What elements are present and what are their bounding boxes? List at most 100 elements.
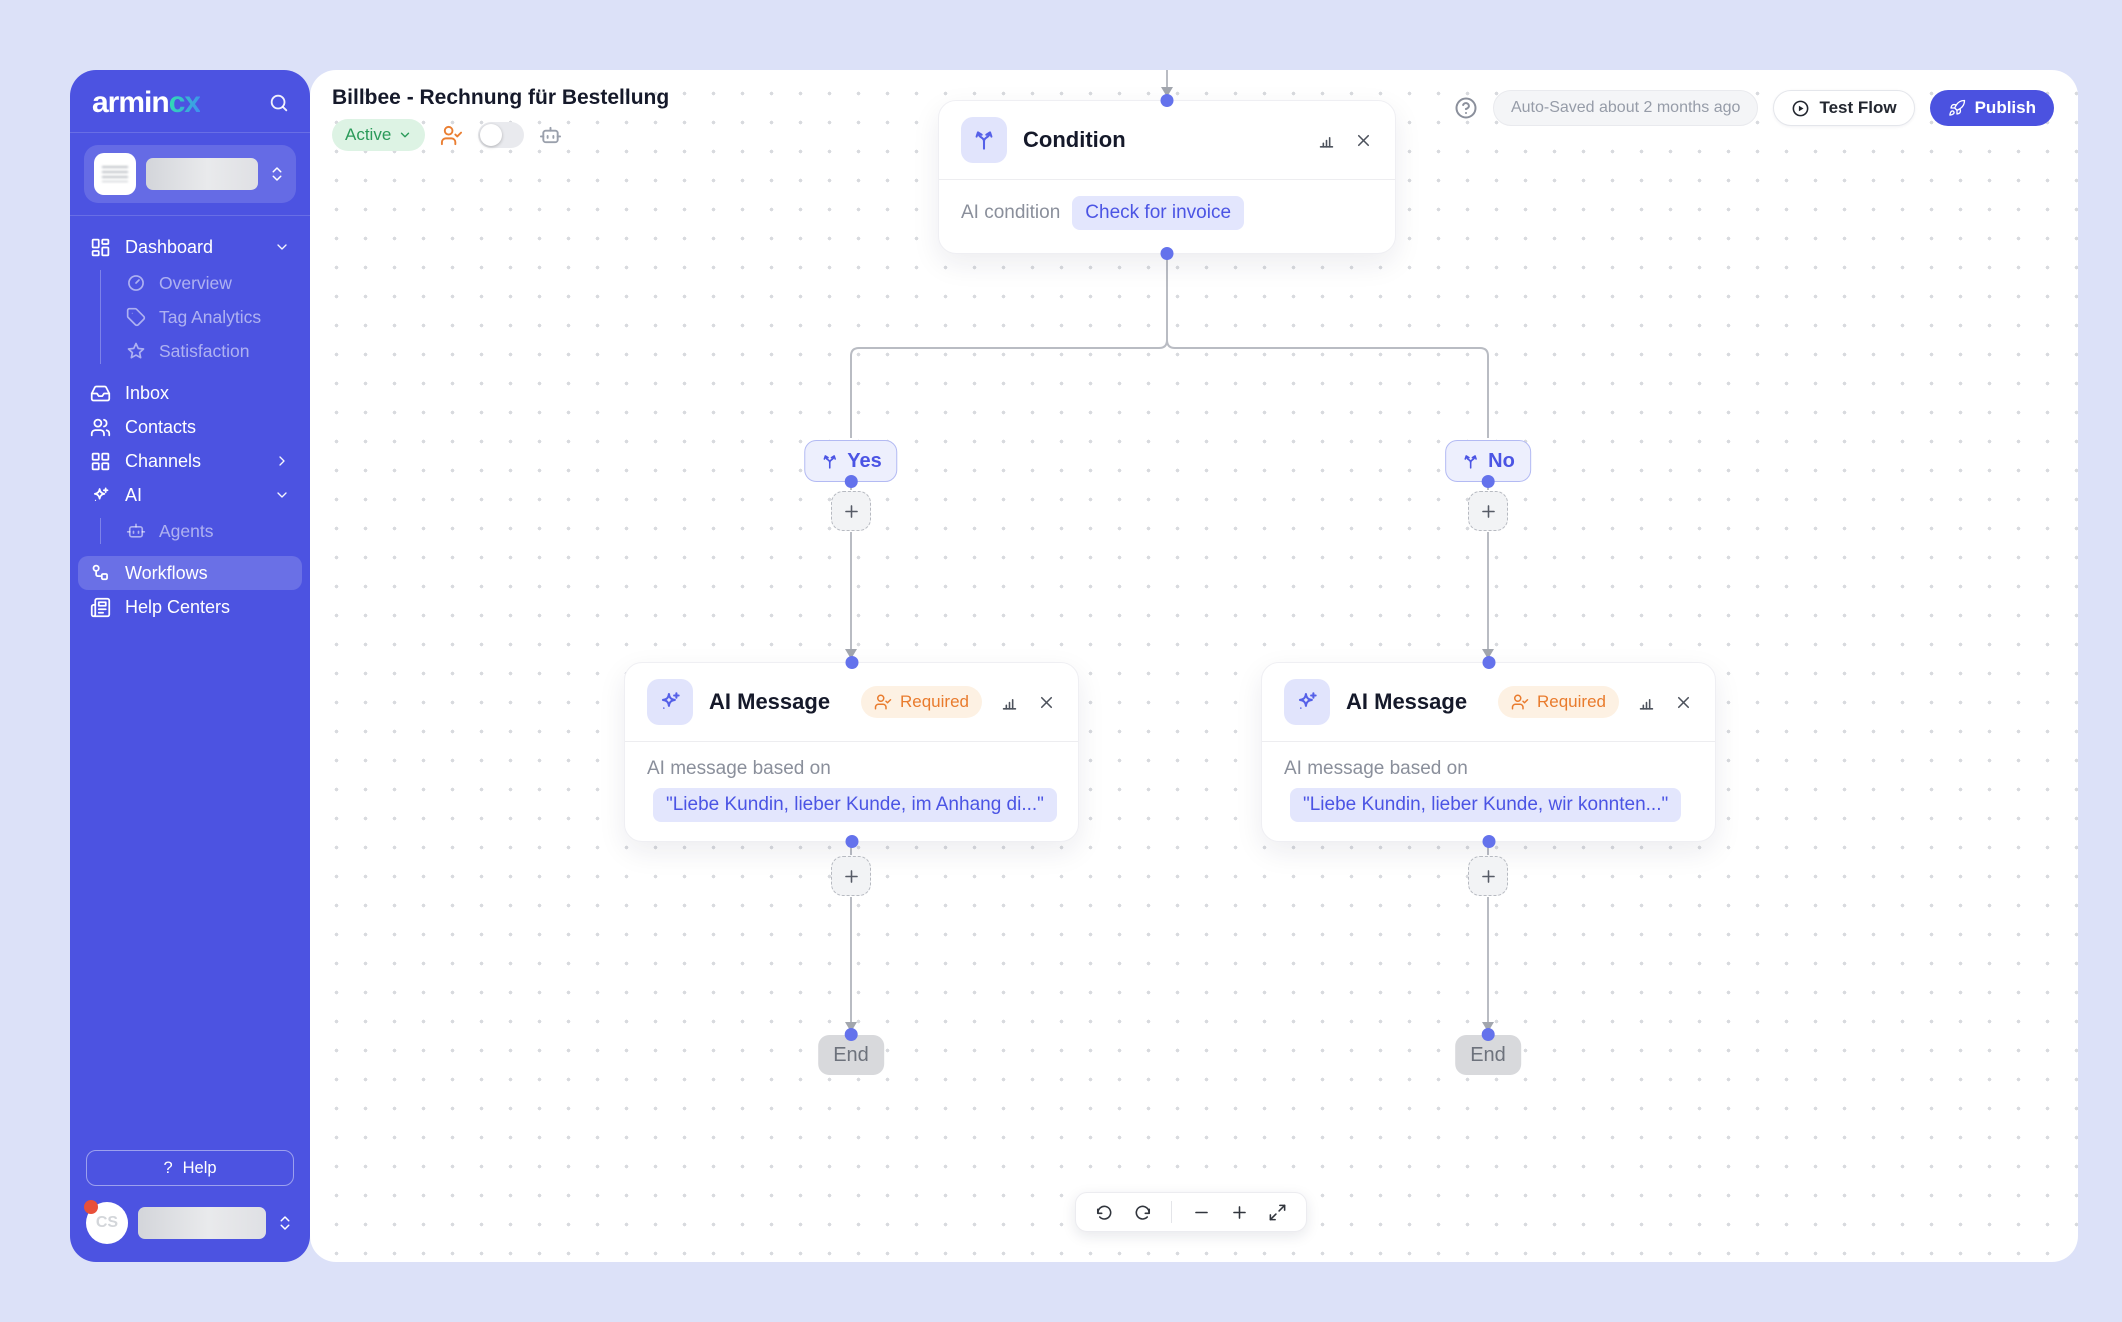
plus-icon xyxy=(1479,867,1498,886)
connector-dot xyxy=(1481,475,1495,488)
sidebar-item-workflows[interactable]: Workflows xyxy=(78,556,302,590)
plus-icon xyxy=(842,502,861,521)
branch-no[interactable]: No xyxy=(1445,440,1531,488)
divider xyxy=(625,741,1078,742)
end-label: End xyxy=(1470,1043,1506,1066)
sparkles-icon xyxy=(1284,679,1330,725)
canvas-header-left: Billbee - Rechnung für Bestellung Active xyxy=(332,86,669,151)
sidebar: armincx Dashboard Overview Tag Analytics xyxy=(70,70,310,1262)
test-flow-button[interactable]: Test Flow xyxy=(1773,90,1915,126)
user-menu[interactable]: CS xyxy=(84,1186,294,1246)
status-badge[interactable]: Active xyxy=(332,119,426,151)
undo-icon[interactable] xyxy=(1095,1203,1114,1222)
zoom-out-icon[interactable] xyxy=(1192,1203,1211,1222)
workflow-canvas[interactable]: Billbee - Rechnung für Bestellung Active… xyxy=(310,70,2078,1262)
publish-button[interactable]: Publish xyxy=(1929,90,2054,126)
end-node[interactable]: End xyxy=(818,1028,884,1075)
sidebar-item-inbox[interactable]: Inbox xyxy=(78,376,302,410)
ai-message-body: AI message based on "Liebe Kundin, liebe… xyxy=(625,742,1078,842)
split-icon xyxy=(1461,452,1480,471)
help-label: Help xyxy=(182,1158,217,1177)
book-icon xyxy=(90,597,111,618)
connector-dot xyxy=(1160,247,1174,260)
sidebar-item-satisfaction[interactable]: Satisfaction xyxy=(78,334,302,368)
ai-message-body: AI message based on "Liebe Kundin, liebe… xyxy=(1262,742,1715,842)
bar-chart-icon[interactable] xyxy=(1000,693,1019,712)
help-circle-icon[interactable] xyxy=(1454,96,1478,120)
sidebar-item-agents[interactable]: Agents xyxy=(78,514,302,548)
dashboard-icon xyxy=(90,237,111,258)
condition-value-chip[interactable]: Check for invoice xyxy=(1072,196,1245,230)
bot-icon[interactable] xyxy=(539,124,562,147)
sidebar-bottom: ? Help CS xyxy=(70,1150,310,1262)
workflow-toggle[interactable] xyxy=(478,122,525,148)
gauge-icon xyxy=(126,273,146,293)
avatar-initials: CS xyxy=(86,1202,128,1244)
play-circle-icon xyxy=(1791,99,1810,118)
workspace-selector[interactable] xyxy=(84,145,296,203)
question-mark: ? xyxy=(163,1158,173,1177)
ai-message-node[interactable]: AI Message Required AI message based on … xyxy=(624,656,1079,848)
sidebar-item-help-centers[interactable]: Help Centers xyxy=(78,590,302,624)
split-icon xyxy=(961,117,1007,163)
split-icon xyxy=(820,452,839,471)
inbox-icon xyxy=(90,383,111,404)
bot-icon xyxy=(126,521,146,541)
workspace-logo xyxy=(94,153,136,195)
status-label: Active xyxy=(345,125,392,144)
add-step-button[interactable] xyxy=(831,856,871,896)
condition-node[interactable]: Condition AI condition Check for invoice xyxy=(938,94,1396,260)
canvas-header-right: Auto-Saved about 2 months ago Test Flow … xyxy=(1454,90,2054,126)
branch-yes[interactable]: Yes xyxy=(804,440,898,488)
connector-dot xyxy=(1160,94,1174,107)
workspace-section xyxy=(70,133,310,216)
required-label: Required xyxy=(1537,692,1606,711)
connector-dot xyxy=(845,835,858,848)
add-step-button[interactable] xyxy=(831,491,871,531)
sidebar-item-ai[interactable]: AI xyxy=(78,478,302,512)
condition-node-body: AI condition Check for invoice xyxy=(939,180,1395,250)
connector-dot xyxy=(845,656,858,669)
bar-chart-icon[interactable] xyxy=(1317,131,1336,150)
search-icon[interactable] xyxy=(268,92,290,114)
close-icon[interactable] xyxy=(1037,693,1056,712)
nav-label: Channels xyxy=(125,450,202,471)
ai-message-node[interactable]: AI Message Required AI message based on … xyxy=(1261,656,1716,848)
sidebar-item-channels[interactable]: Channels xyxy=(78,444,302,478)
user-check-icon[interactable] xyxy=(440,124,463,147)
toolbar-divider xyxy=(1171,1201,1173,1223)
redo-icon[interactable] xyxy=(1133,1203,1152,1222)
help-button[interactable]: ? Help xyxy=(86,1150,294,1186)
connector-dot xyxy=(1481,1028,1495,1041)
sidebar-item-contacts[interactable]: Contacts xyxy=(78,410,302,444)
chevron-right-icon xyxy=(274,453,290,469)
sidebar-item-tag-analytics[interactable]: Tag Analytics xyxy=(78,300,302,334)
condition-node-header: Condition xyxy=(939,101,1395,179)
close-icon[interactable] xyxy=(1674,693,1693,712)
chevron-updown-icon xyxy=(276,1214,294,1232)
fit-view-icon[interactable] xyxy=(1268,1203,1287,1222)
notification-dot xyxy=(84,1200,98,1214)
avatar: CS xyxy=(84,1200,128,1244)
zoom-in-icon[interactable] xyxy=(1230,1203,1249,1222)
connector-dot xyxy=(1482,656,1495,669)
add-step-button[interactable] xyxy=(1468,491,1508,531)
plus-icon xyxy=(1479,502,1498,521)
nav-label: Inbox xyxy=(125,382,170,403)
workflow-title: Billbee - Rechnung für Bestellung xyxy=(332,86,670,109)
message-value-chip[interactable]: "Liebe Kundin, lieber Kunde, im Anhang d… xyxy=(653,788,1057,822)
close-icon[interactable] xyxy=(1354,131,1373,150)
end-node[interactable]: End xyxy=(1455,1028,1521,1075)
message-value-chip[interactable]: "Liebe Kundin, lieber Kunde, wir konnten… xyxy=(1290,788,1682,822)
sidebar-item-dashboard[interactable]: Dashboard xyxy=(78,230,302,264)
bar-chart-icon[interactable] xyxy=(1637,693,1656,712)
add-step-button[interactable] xyxy=(1468,856,1508,896)
nav-label: Satisfaction xyxy=(159,340,250,361)
workflow-controls: Active xyxy=(332,119,669,151)
nav-label: Workflows xyxy=(125,562,208,583)
branch-label: No xyxy=(1488,449,1515,472)
autosave-status: Auto-Saved about 2 months ago xyxy=(1492,90,1759,126)
brand-logo: armincx xyxy=(92,86,201,119)
sidebar-item-overview[interactable]: Overview xyxy=(78,266,302,300)
test-flow-label: Test Flow xyxy=(1819,98,1897,117)
